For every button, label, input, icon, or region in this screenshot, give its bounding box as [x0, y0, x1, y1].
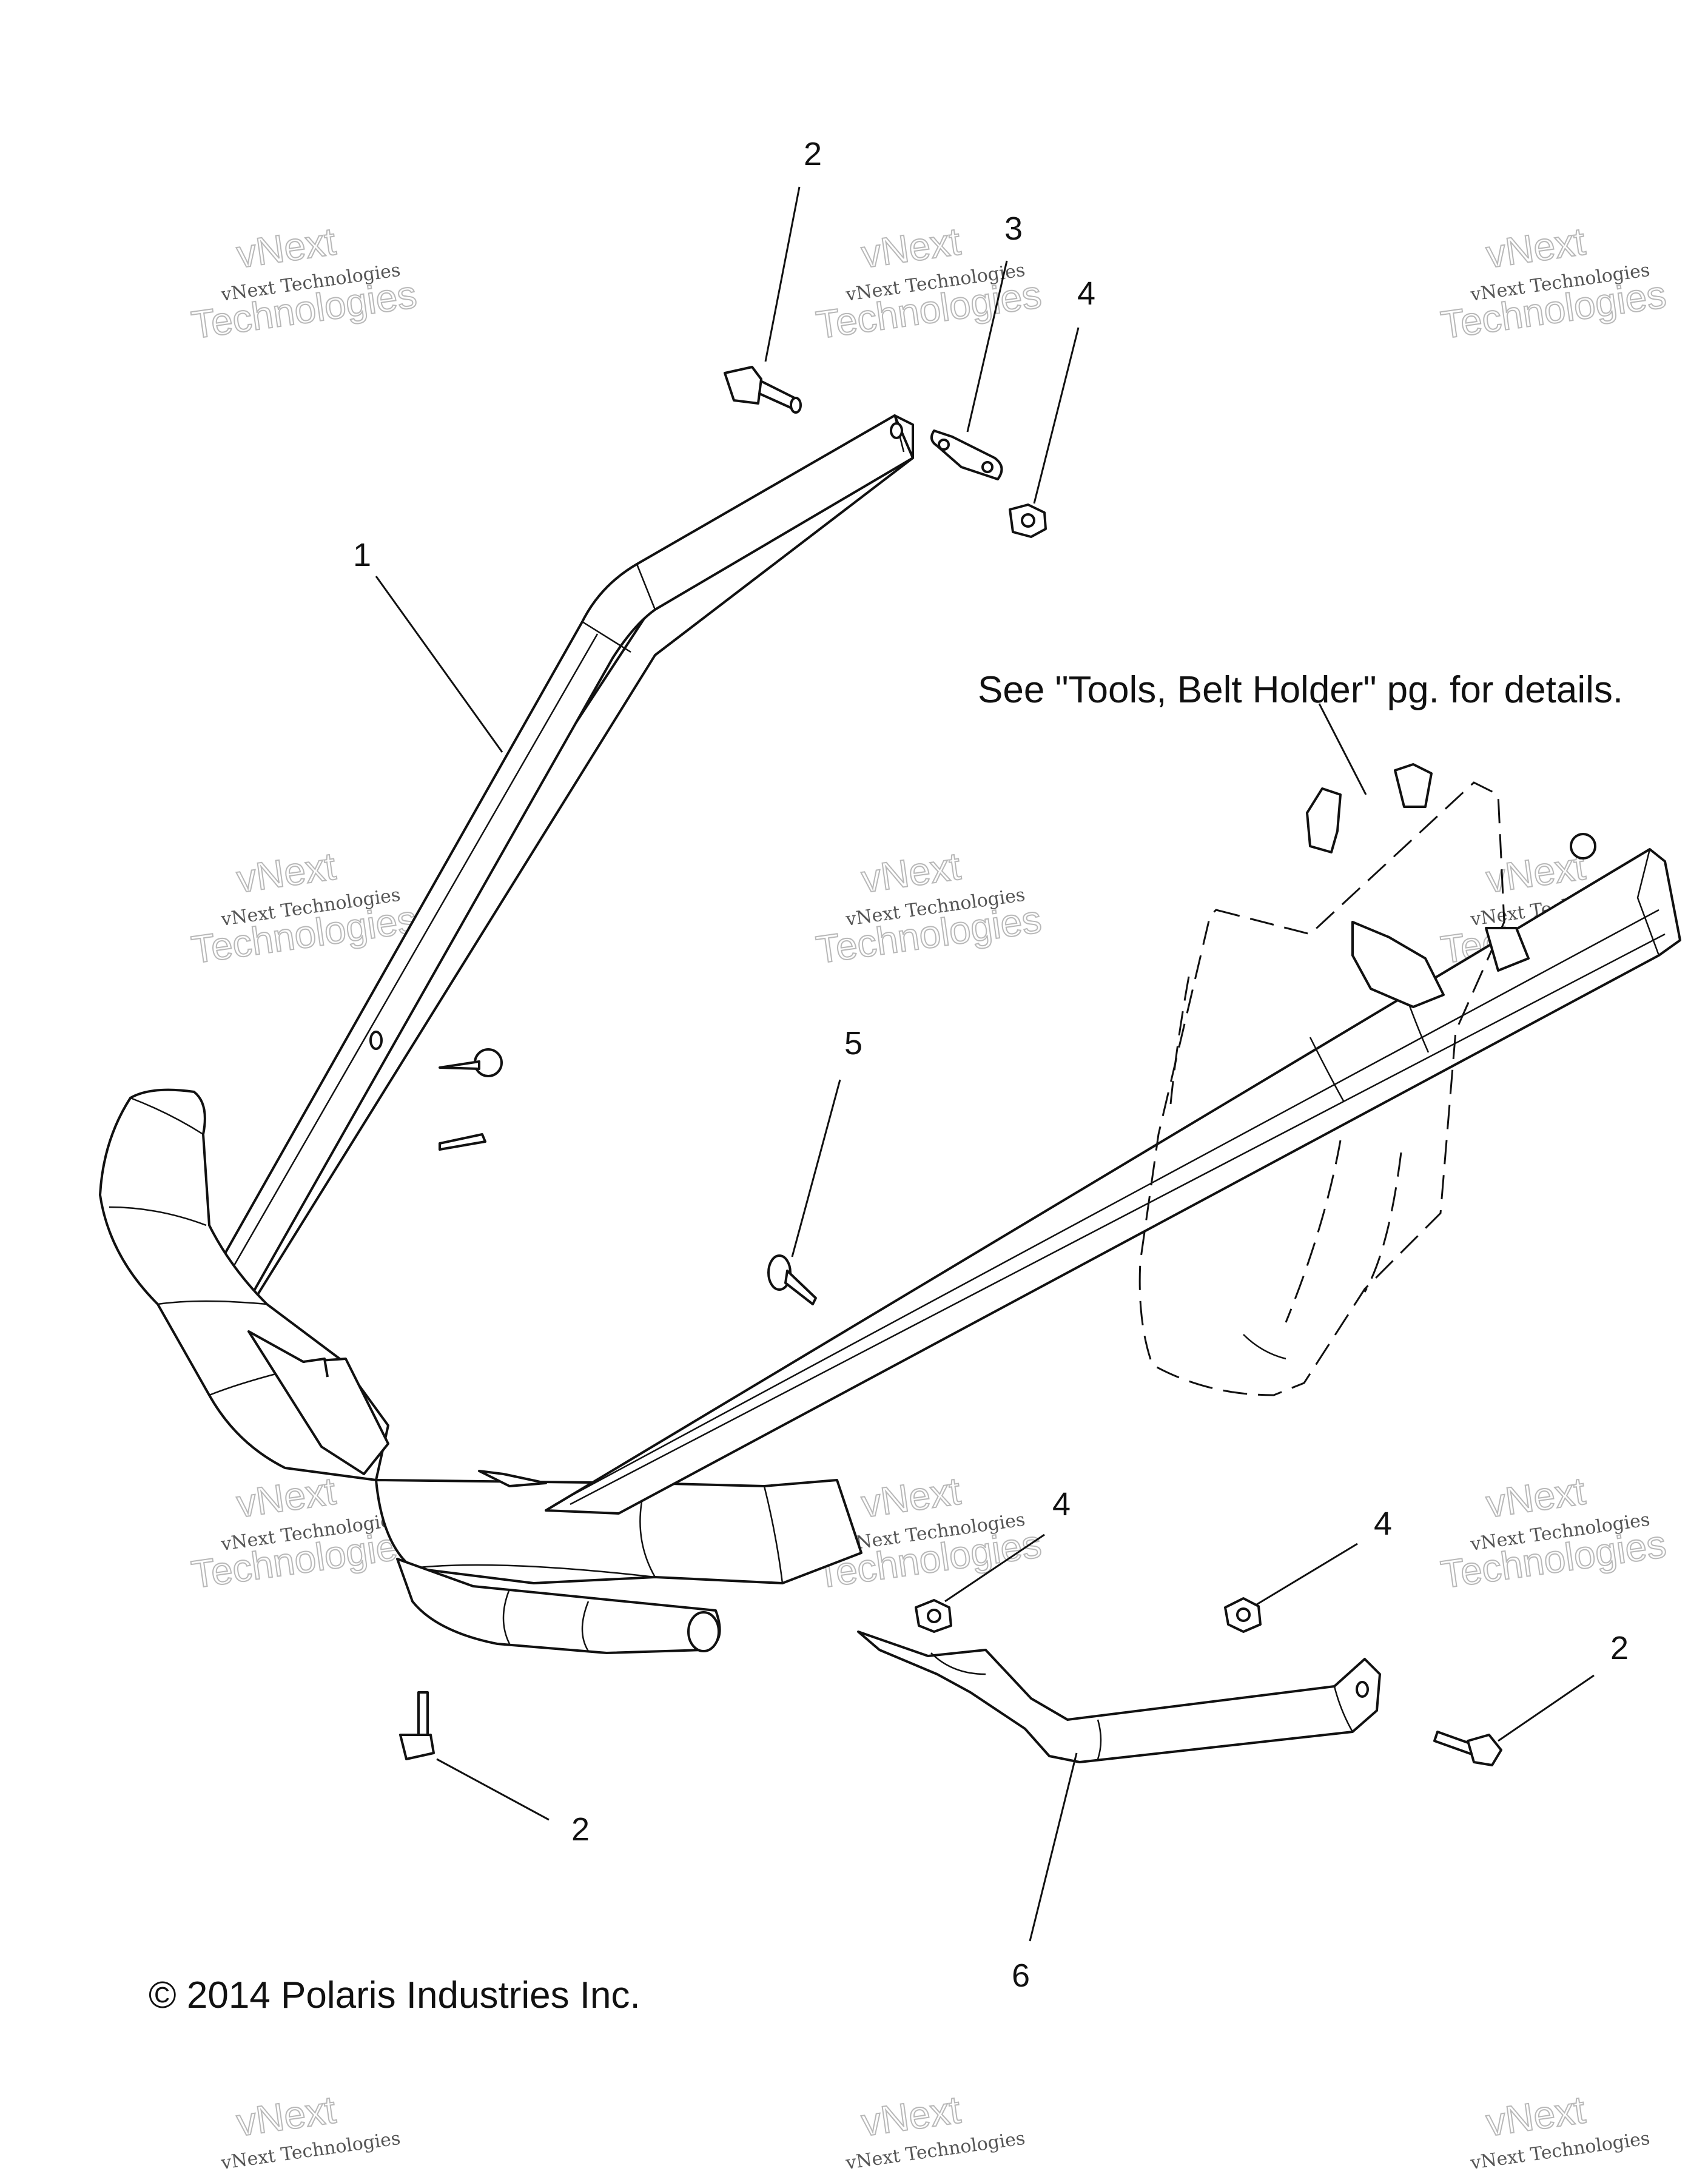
- svg-text:vNext: vNext: [234, 844, 338, 901]
- svg-text:vNext: vNext: [1484, 219, 1588, 276]
- svg-text:vNext: vNext: [859, 1469, 963, 1526]
- screw-5b: [767, 1254, 817, 1305]
- long-diagonal-rail: [545, 848, 1681, 1515]
- watermark: vNext vNext Technologies Technologies: [1437, 218, 1669, 348]
- bolt-2-lower-right: [1433, 1731, 1502, 1766]
- watermark: vNext vNext Technologies: [844, 2087, 1026, 2174]
- main-bumper-frame: [99, 1088, 862, 1654]
- watermark: vNext vNext Technologies Technologies: [813, 843, 1044, 972]
- callout-6: 6: [1012, 1957, 1030, 1994]
- washer-3: [930, 429, 1003, 480]
- nut-4-lower-right: [1224, 1597, 1262, 1633]
- svg-text:vNext: vNext: [859, 2087, 963, 2144]
- callout-2-top: 2: [804, 136, 822, 172]
- reference-note: See "Tools, Belt Holder" pg. for details…: [978, 669, 1623, 711]
- leader-lines: [375, 186, 1595, 1942]
- callout-1: 1: [353, 537, 371, 573]
- callout-2-lower-left: 2: [571, 1811, 590, 1848]
- watermark-grid: vNext vNext Technologies Technologies vN…: [188, 218, 1669, 2174]
- screw-5a: [439, 1048, 503, 1151]
- svg-text:vNext: vNext: [1484, 1469, 1588, 1526]
- svg-text:vNext: vNext: [1484, 2087, 1588, 2144]
- svg-text:vNext: vNext: [234, 2087, 338, 2144]
- watermark: vNext vNext Technologies: [1468, 2087, 1651, 2174]
- svg-text:vNext: vNext: [859, 844, 963, 901]
- svg-text:vNext: vNext: [234, 1469, 338, 1526]
- callout-3: 3: [1004, 210, 1023, 247]
- callout-4-top: 4: [1077, 275, 1095, 312]
- callout-2-lower-right: 2: [1610, 1630, 1629, 1666]
- watermark: vNext vNext Technologies Technologies: [188, 843, 420, 972]
- part-6-lower-brace: [857, 1630, 1381, 1763]
- watermark: vNext vNext Technologies Technologies: [188, 218, 420, 348]
- callouts: 2 3 4 1 5 4 4 2 2 6: [353, 136, 1629, 1994]
- callout-5: 5: [844, 1025, 862, 1062]
- bolt-2-top: [724, 366, 802, 414]
- callout-4-lower-right: 4: [1374, 1506, 1392, 1542]
- bolt-2-lower-left: [399, 1691, 435, 1760]
- watermark: vNext vNext Technologies Technologies: [1437, 1468, 1669, 1597]
- watermark: vNext vNext Technologies: [219, 2087, 402, 2174]
- belt-holder-assembly: [1138, 763, 1596, 1396]
- svg-text:vNext: vNext: [234, 219, 338, 276]
- callout-4-lower-left: 4: [1052, 1486, 1071, 1523]
- nut-4-lower-left: [915, 1599, 952, 1633]
- svg-text:vNext: vNext: [859, 219, 963, 276]
- copyright-text: © 2014 Polaris Industries Inc.: [149, 1974, 640, 2016]
- nut-4-top: [1009, 503, 1047, 538]
